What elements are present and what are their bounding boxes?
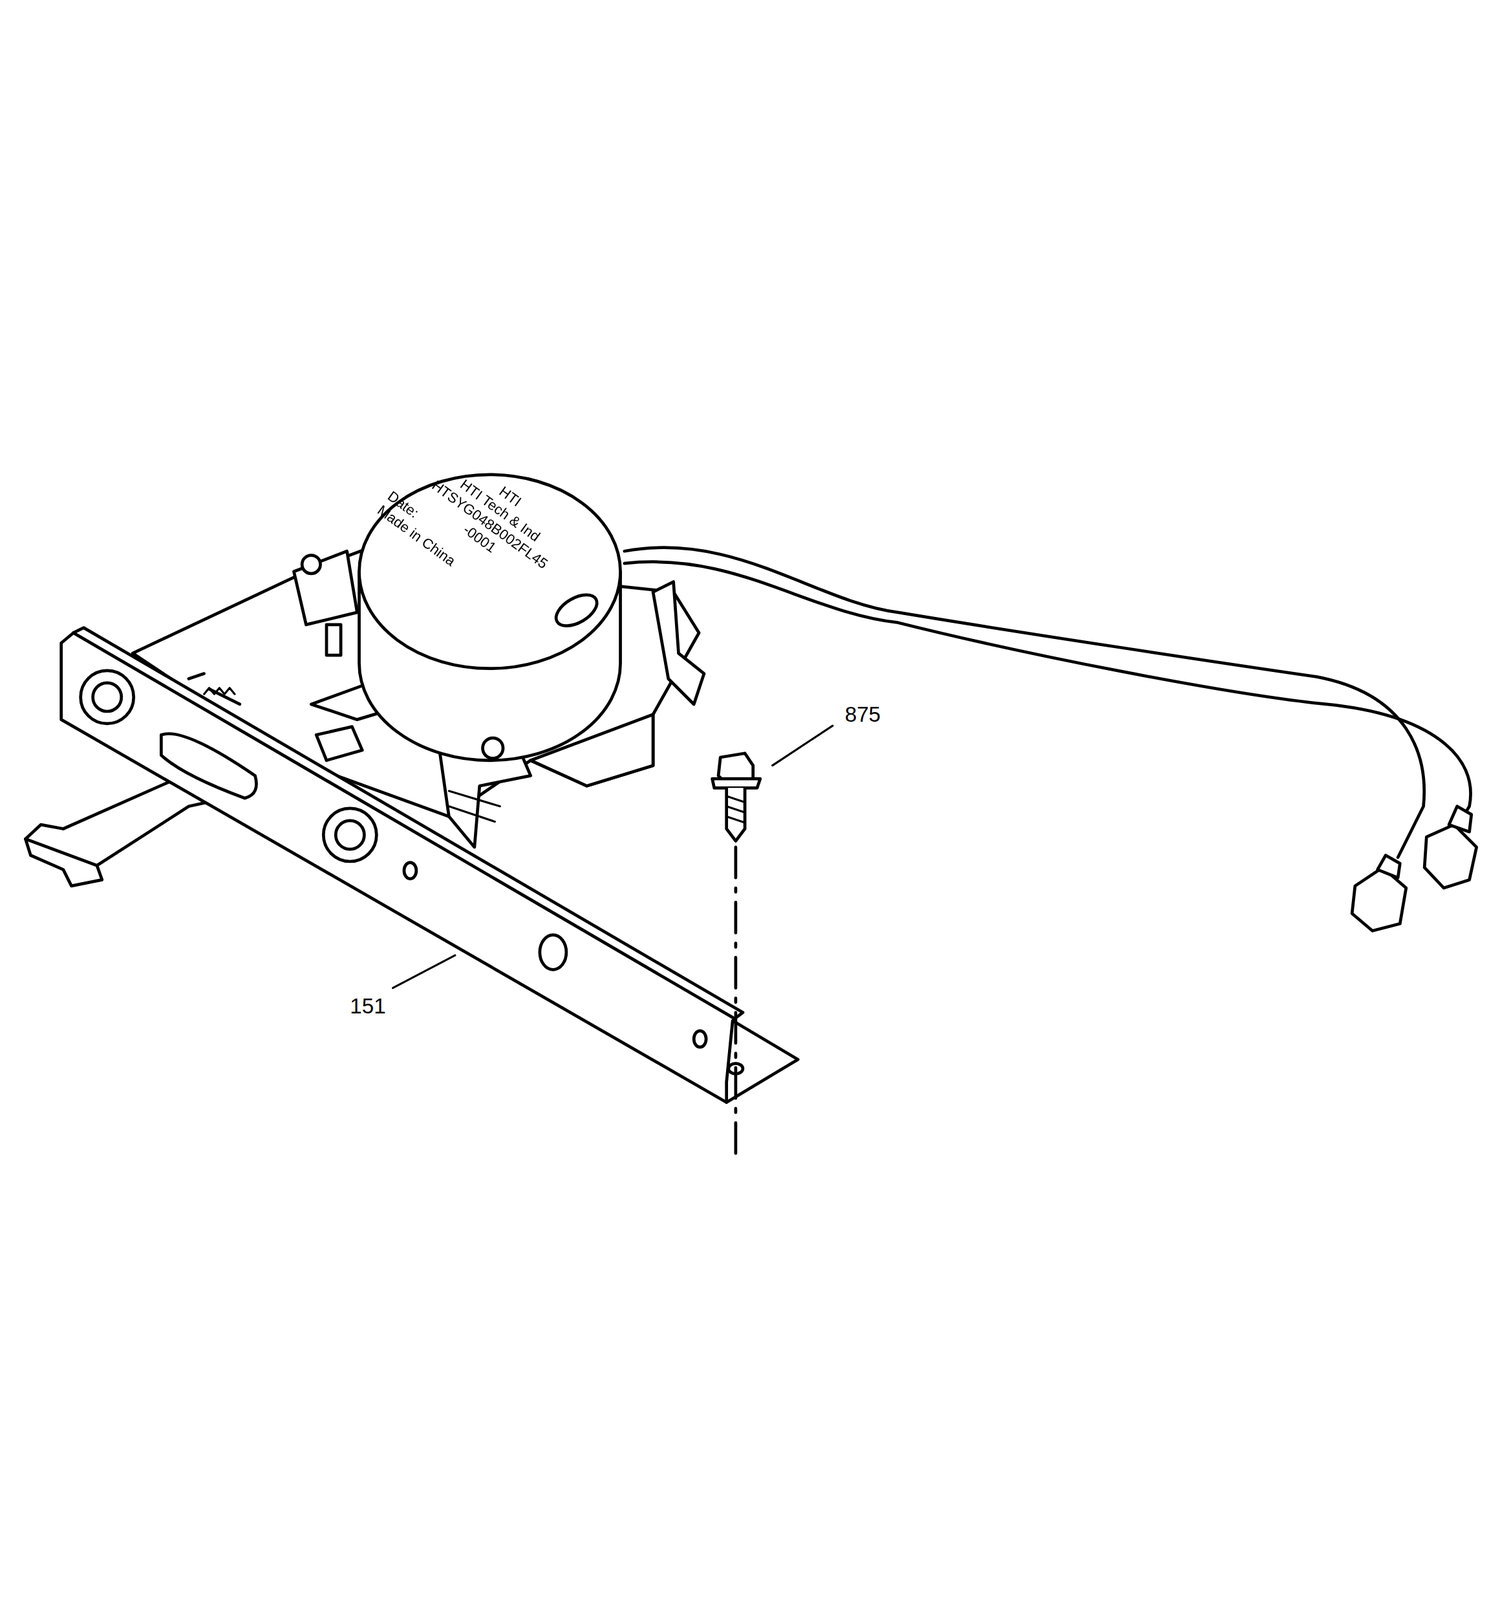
callout-number: 151 bbox=[347, 993, 388, 1019]
callout-number: 875 bbox=[843, 702, 884, 727]
